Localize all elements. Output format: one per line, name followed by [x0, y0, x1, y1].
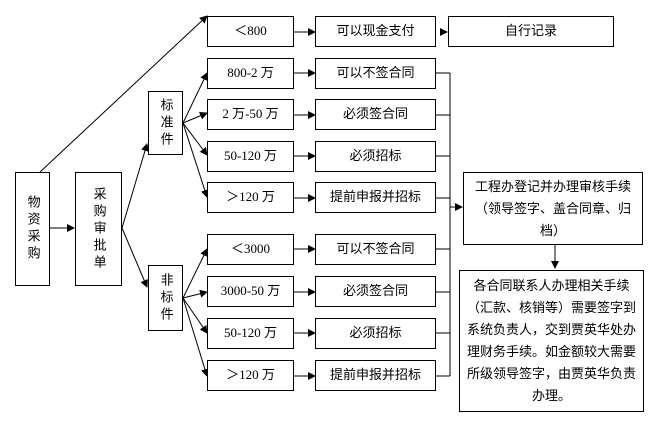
arrow-purchase-to-lt800 — [39, 15, 208, 173]
node-must-contract: 必须签合同 — [315, 99, 436, 130]
arrow-nonstandard-to-3000-50w — [182, 289, 208, 299]
node-ns-advance-tender: 提前申报并招标 — [315, 360, 436, 391]
node-ns-must-contract: 必须签合同 — [315, 276, 436, 307]
node-engineering-office: 工程办登记并办理审核手续（领导签字、盖合同章、归档） — [463, 172, 643, 245]
arrow-nonstandard-to-lt3000 — [182, 248, 208, 299]
node-amount-gt120w: ＞120 万 — [207, 182, 294, 213]
node-approval: 采购审批单 — [75, 172, 122, 286]
node-amount-3000-50w: 3000-50 万 — [207, 276, 294, 307]
node-ns-no-contract: 可以不签合同 — [315, 234, 436, 265]
node-must-tender: 必须招标 — [315, 141, 436, 172]
node-amount-ns-50-120w: 50-120 万 — [207, 318, 294, 349]
node-amount-ns-gt120w: ＞120 万 — [207, 360, 294, 391]
arrow-nonstandard-to-gt120w — [182, 297, 209, 377]
arrow-approval-to-nonstandard — [121, 227, 148, 288]
arrow-approval-to-standard — [121, 143, 149, 229]
node-amount-lt800: ＜800 — [207, 16, 294, 47]
node-final-procedure: 各合同联系人办理相关手续（汇款、核销等）需要签字到系统负责人，交到贾英华处办理财… — [459, 270, 644, 412]
node-standard: 标准件 — [148, 91, 183, 155]
node-cash-pay: 可以现金支付 — [315, 16, 436, 47]
node-ns-must-tender: 必须招标 — [315, 318, 436, 349]
node-no-contract: 可以不签合同 — [315, 58, 436, 89]
node-amount-50-120w: 50-120 万 — [207, 141, 294, 172]
arrow-standard-to-50-120w — [182, 122, 208, 156]
node-amount-800-2w: 800-2 万 — [207, 58, 294, 89]
node-self-record: 自行记录 — [448, 16, 614, 47]
arrow-standard-to-800-2w — [182, 72, 208, 124]
node-advance-tender: 提前申报并招标 — [315, 182, 436, 213]
node-amount-2w-50w: 2 万-50 万 — [207, 99, 294, 130]
arrow-nonstandard-to-50-120w — [182, 297, 208, 334]
arrow-standard-to-gt120w — [182, 122, 209, 198]
arrow-standard-to-2w-50w — [182, 112, 208, 124]
node-amount-lt3000: ＜3000 — [207, 234, 294, 265]
node-purchase: 物资采购 — [15, 172, 50, 286]
node-nonstandard: 非标件 — [148, 265, 183, 331]
